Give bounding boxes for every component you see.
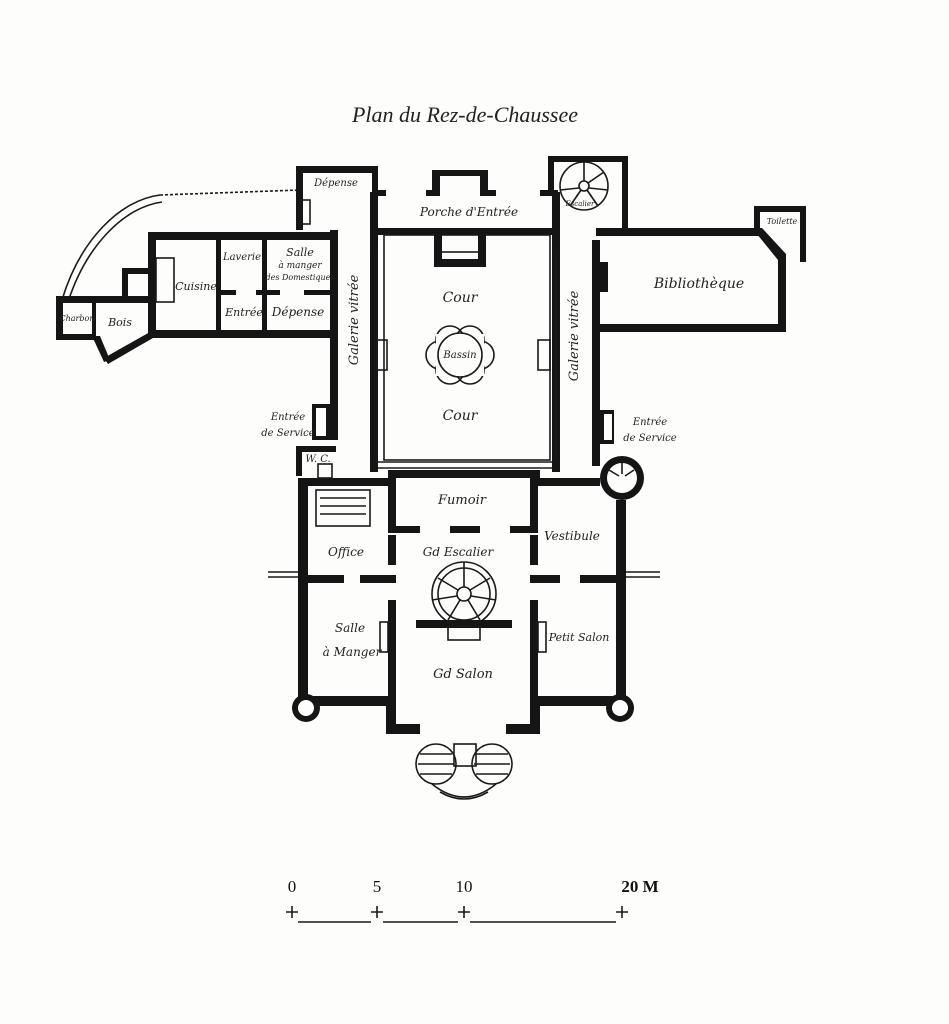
bibliotheque-wing <box>596 206 806 332</box>
scale-tick-5: 5 <box>373 877 382 896</box>
galerie-right <box>537 192 614 472</box>
galerie-left <box>312 192 388 472</box>
label-cour-bottom: Cour <box>443 408 479 424</box>
label-vestibule: Vestibule <box>544 529 600 543</box>
label-salle-domestiques-1: Salle <box>286 246 314 259</box>
label-depense-top: Dépense <box>313 178 358 189</box>
label-salle-manger-2: à Manger <box>323 645 383 659</box>
label-gd-salon: Gd Salon <box>433 667 493 682</box>
label-entree-service-left-1: Entrée <box>270 412 305 423</box>
garden-fence <box>159 189 301 196</box>
scale-tick-0: 0 <box>288 877 297 896</box>
label-wc: W. C. <box>305 454 330 465</box>
plan-title: Plan du Rez-de-Chaussee <box>351 102 578 127</box>
garden-path <box>61 194 161 301</box>
label-entree-service-right-1: Entrée <box>632 417 667 428</box>
label-cour-top: Cour <box>443 290 479 306</box>
label-salle-domestiques-3: des Domestiques <box>265 273 334 282</box>
label-escalier-small: Escalier <box>565 200 595 208</box>
label-bassin: Bassin <box>442 350 476 361</box>
escalier-spiral-top <box>548 156 628 232</box>
label-petit-salon: Petit Salon <box>548 631 610 644</box>
label-entree: Entrée <box>224 306 263 319</box>
main-house <box>268 446 660 734</box>
scale-tick-10: 10 <box>456 877 473 896</box>
label-bois: Bois <box>107 316 132 329</box>
scale-bar: 0 5 10 20 M <box>286 877 659 923</box>
label-depense: Dépense <box>271 305 325 319</box>
label-toilette: Toilette <box>767 217 798 226</box>
depense-top-room <box>296 166 378 230</box>
courtyard <box>376 234 556 469</box>
service-wing <box>56 232 338 364</box>
label-office: Office <box>328 545 364 559</box>
label-cuisine: Cuisine <box>175 280 217 293</box>
label-fumoir: Fumoir <box>437 493 487 508</box>
label-gd-escalier: Gd Escalier <box>423 545 495 559</box>
garden-path-inner <box>67 201 163 303</box>
scale-tick-20: 20 M <box>621 877 658 896</box>
porche-entree <box>378 170 558 267</box>
scale-cross-0 <box>286 906 298 918</box>
label-charbon: Charbon <box>60 314 95 323</box>
label-galerie-left: Galerie vitrée <box>347 274 362 365</box>
label-galerie-right: Galerie vitrée <box>567 290 582 381</box>
label-bibliotheque: Bibliothèque <box>653 276 744 292</box>
scale-cross-20 <box>616 906 628 918</box>
bassin-fountain <box>425 325 495 385</box>
perron-stairs <box>415 743 513 800</box>
label-laverie: Laverie <box>222 252 261 263</box>
scale-cross-10 <box>458 906 470 918</box>
label-salle-domestiques-2: à manger <box>278 260 322 271</box>
label-salle-manger-1: Salle <box>335 621 365 635</box>
label-entree-service-right-2: de Service <box>623 433 676 444</box>
label-entree-service-left-2: de Service <box>261 428 314 439</box>
label-porche: Porche d'Entrée <box>419 205 518 219</box>
scale-cross-5 <box>371 906 383 918</box>
